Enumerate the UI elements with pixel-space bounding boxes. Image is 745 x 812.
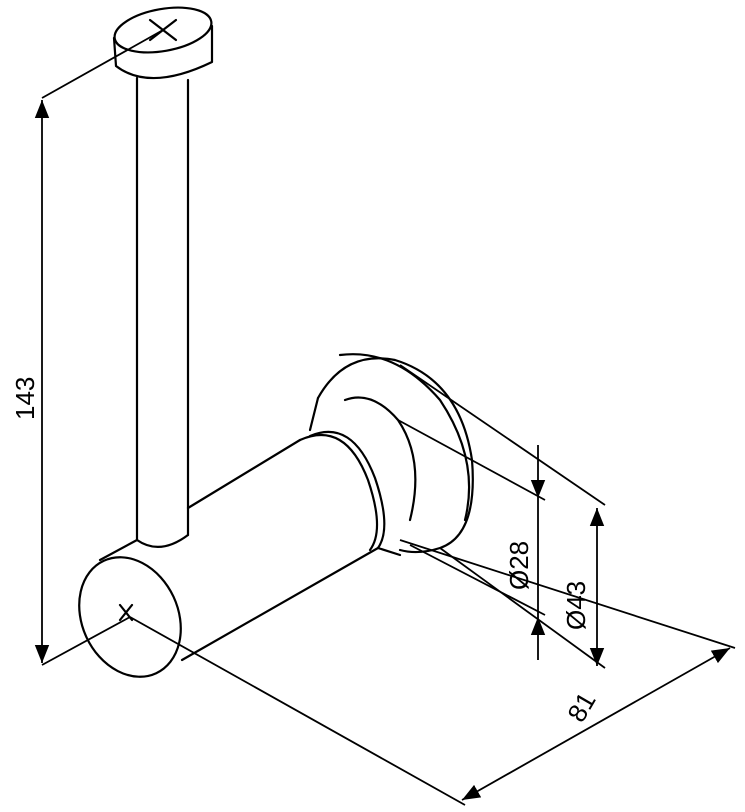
top-cap <box>112 6 214 80</box>
dimension-length: 81 <box>129 539 736 806</box>
vertical-rod <box>135 76 190 548</box>
wall-flange <box>308 353 474 557</box>
dimension-height-label: 143 <box>10 377 40 420</box>
dimension-outer-diameter-label: Ø43 <box>561 581 591 630</box>
dimension-outer-diameter: Ø43 <box>399 364 606 669</box>
dimension-inner-diameter: Ø28 <box>397 419 546 660</box>
dimension-height: 143 <box>10 29 164 666</box>
horizontal-body <box>78 430 386 678</box>
dimension-inner-diameter-label: Ø28 <box>504 541 534 590</box>
dimension-length-label: 81 <box>561 687 601 727</box>
